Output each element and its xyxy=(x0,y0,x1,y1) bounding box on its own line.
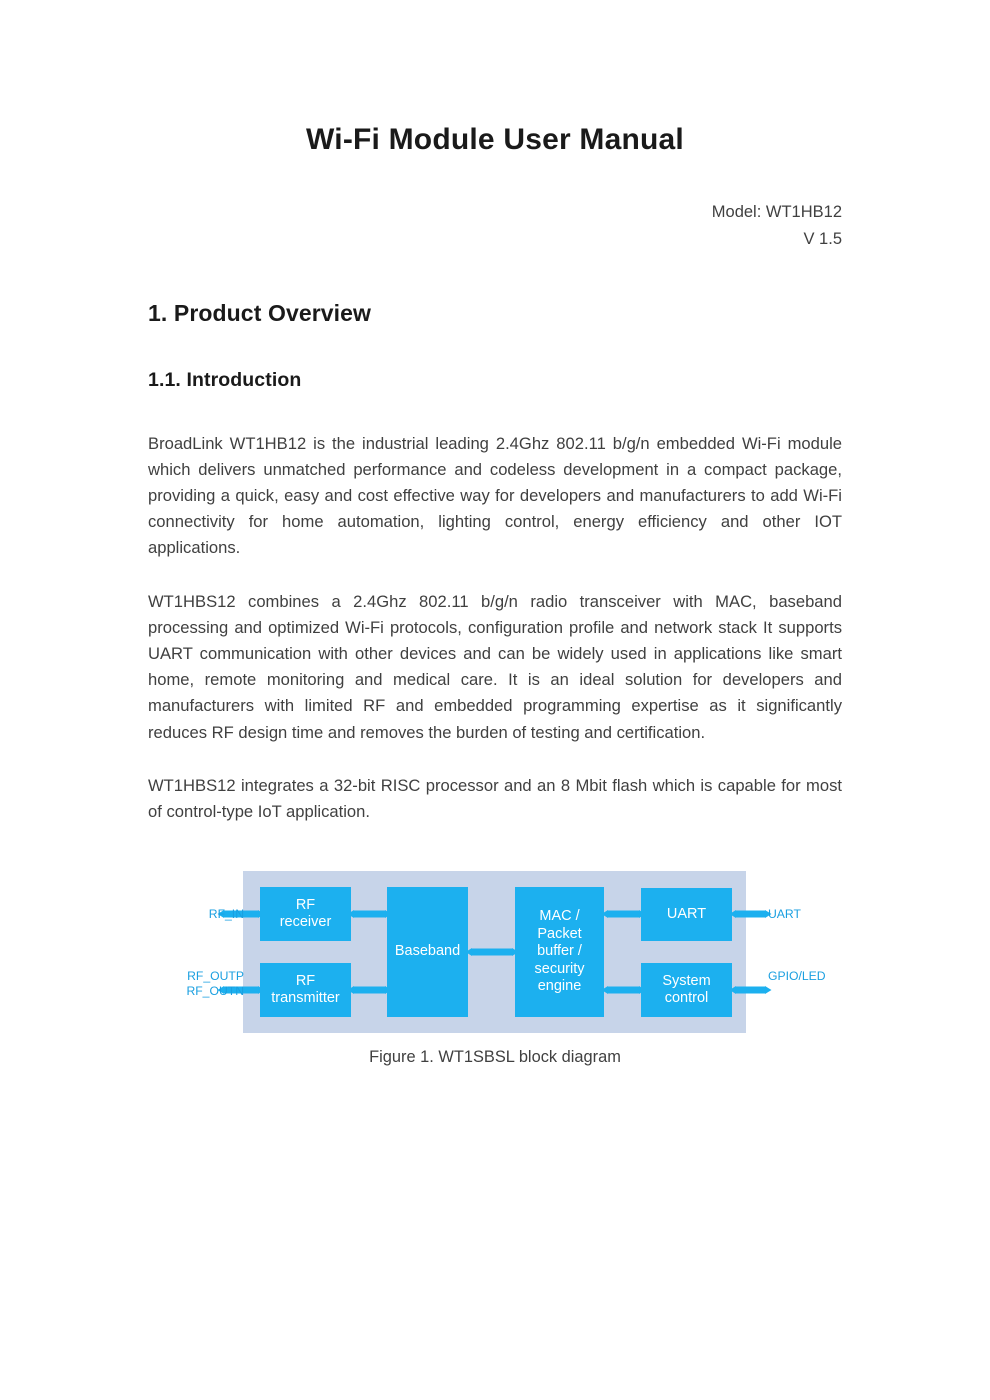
figure-caption: Figure 1. WT1SBSL block diagram xyxy=(369,1048,621,1067)
paragraph-3: WT1HBS12 integrates a 32-bit RISC proces… xyxy=(148,775,842,821)
diagram-block-rf-receiver: RF receiver xyxy=(260,887,351,942)
diagram-block-mac-packet-buffer-security-engine: MAC / Packet buffer / security engine xyxy=(515,887,604,1018)
document-content: Wi-Fi Module User Manual Model: WT1HB12 … xyxy=(148,0,842,1068)
diagram-canvas: RF receiver RF transmitter Baseband MAC … xyxy=(148,857,842,1037)
diagram-block-system-control: System control xyxy=(641,963,732,1018)
diagram-pin-label-gpio-led: GPIO/LED xyxy=(768,969,826,984)
diagram-pin-label-rf-in: RF_IN xyxy=(208,907,244,922)
paragraph-1: BroadLink WT1HB12 is the industrial lead… xyxy=(148,433,842,558)
subsection-heading-introduction: 1.1. Introduction xyxy=(148,369,302,392)
page-title: Wi-Fi Module User Manual xyxy=(306,123,684,156)
diagram-block-uart: UART xyxy=(641,888,732,942)
diagram-arrows xyxy=(217,910,772,995)
diagram-block-rf-transmitter: RF transmitter xyxy=(260,963,351,1018)
paragraph-2: WT1HBS12 combines a 2.4Ghz 802.11 b/g/n … xyxy=(148,591,842,742)
diagram-pin-label-rf-out: RF_OUTP RF_OUTN xyxy=(186,969,244,998)
diagram-pin-label-uart: UART xyxy=(768,907,801,922)
section-heading-product-overview: 1. Product Overview xyxy=(148,300,372,327)
figure-block-diagram: RF receiver RF transmitter Baseband MAC … xyxy=(148,825,842,1068)
document-meta: Model: WT1HB12 V 1.5 xyxy=(148,199,842,252)
version-line: V 1.5 xyxy=(803,229,842,248)
model-line: Model: WT1HB12 xyxy=(711,203,842,221)
diagram-block-baseband: Baseband xyxy=(387,887,468,1018)
